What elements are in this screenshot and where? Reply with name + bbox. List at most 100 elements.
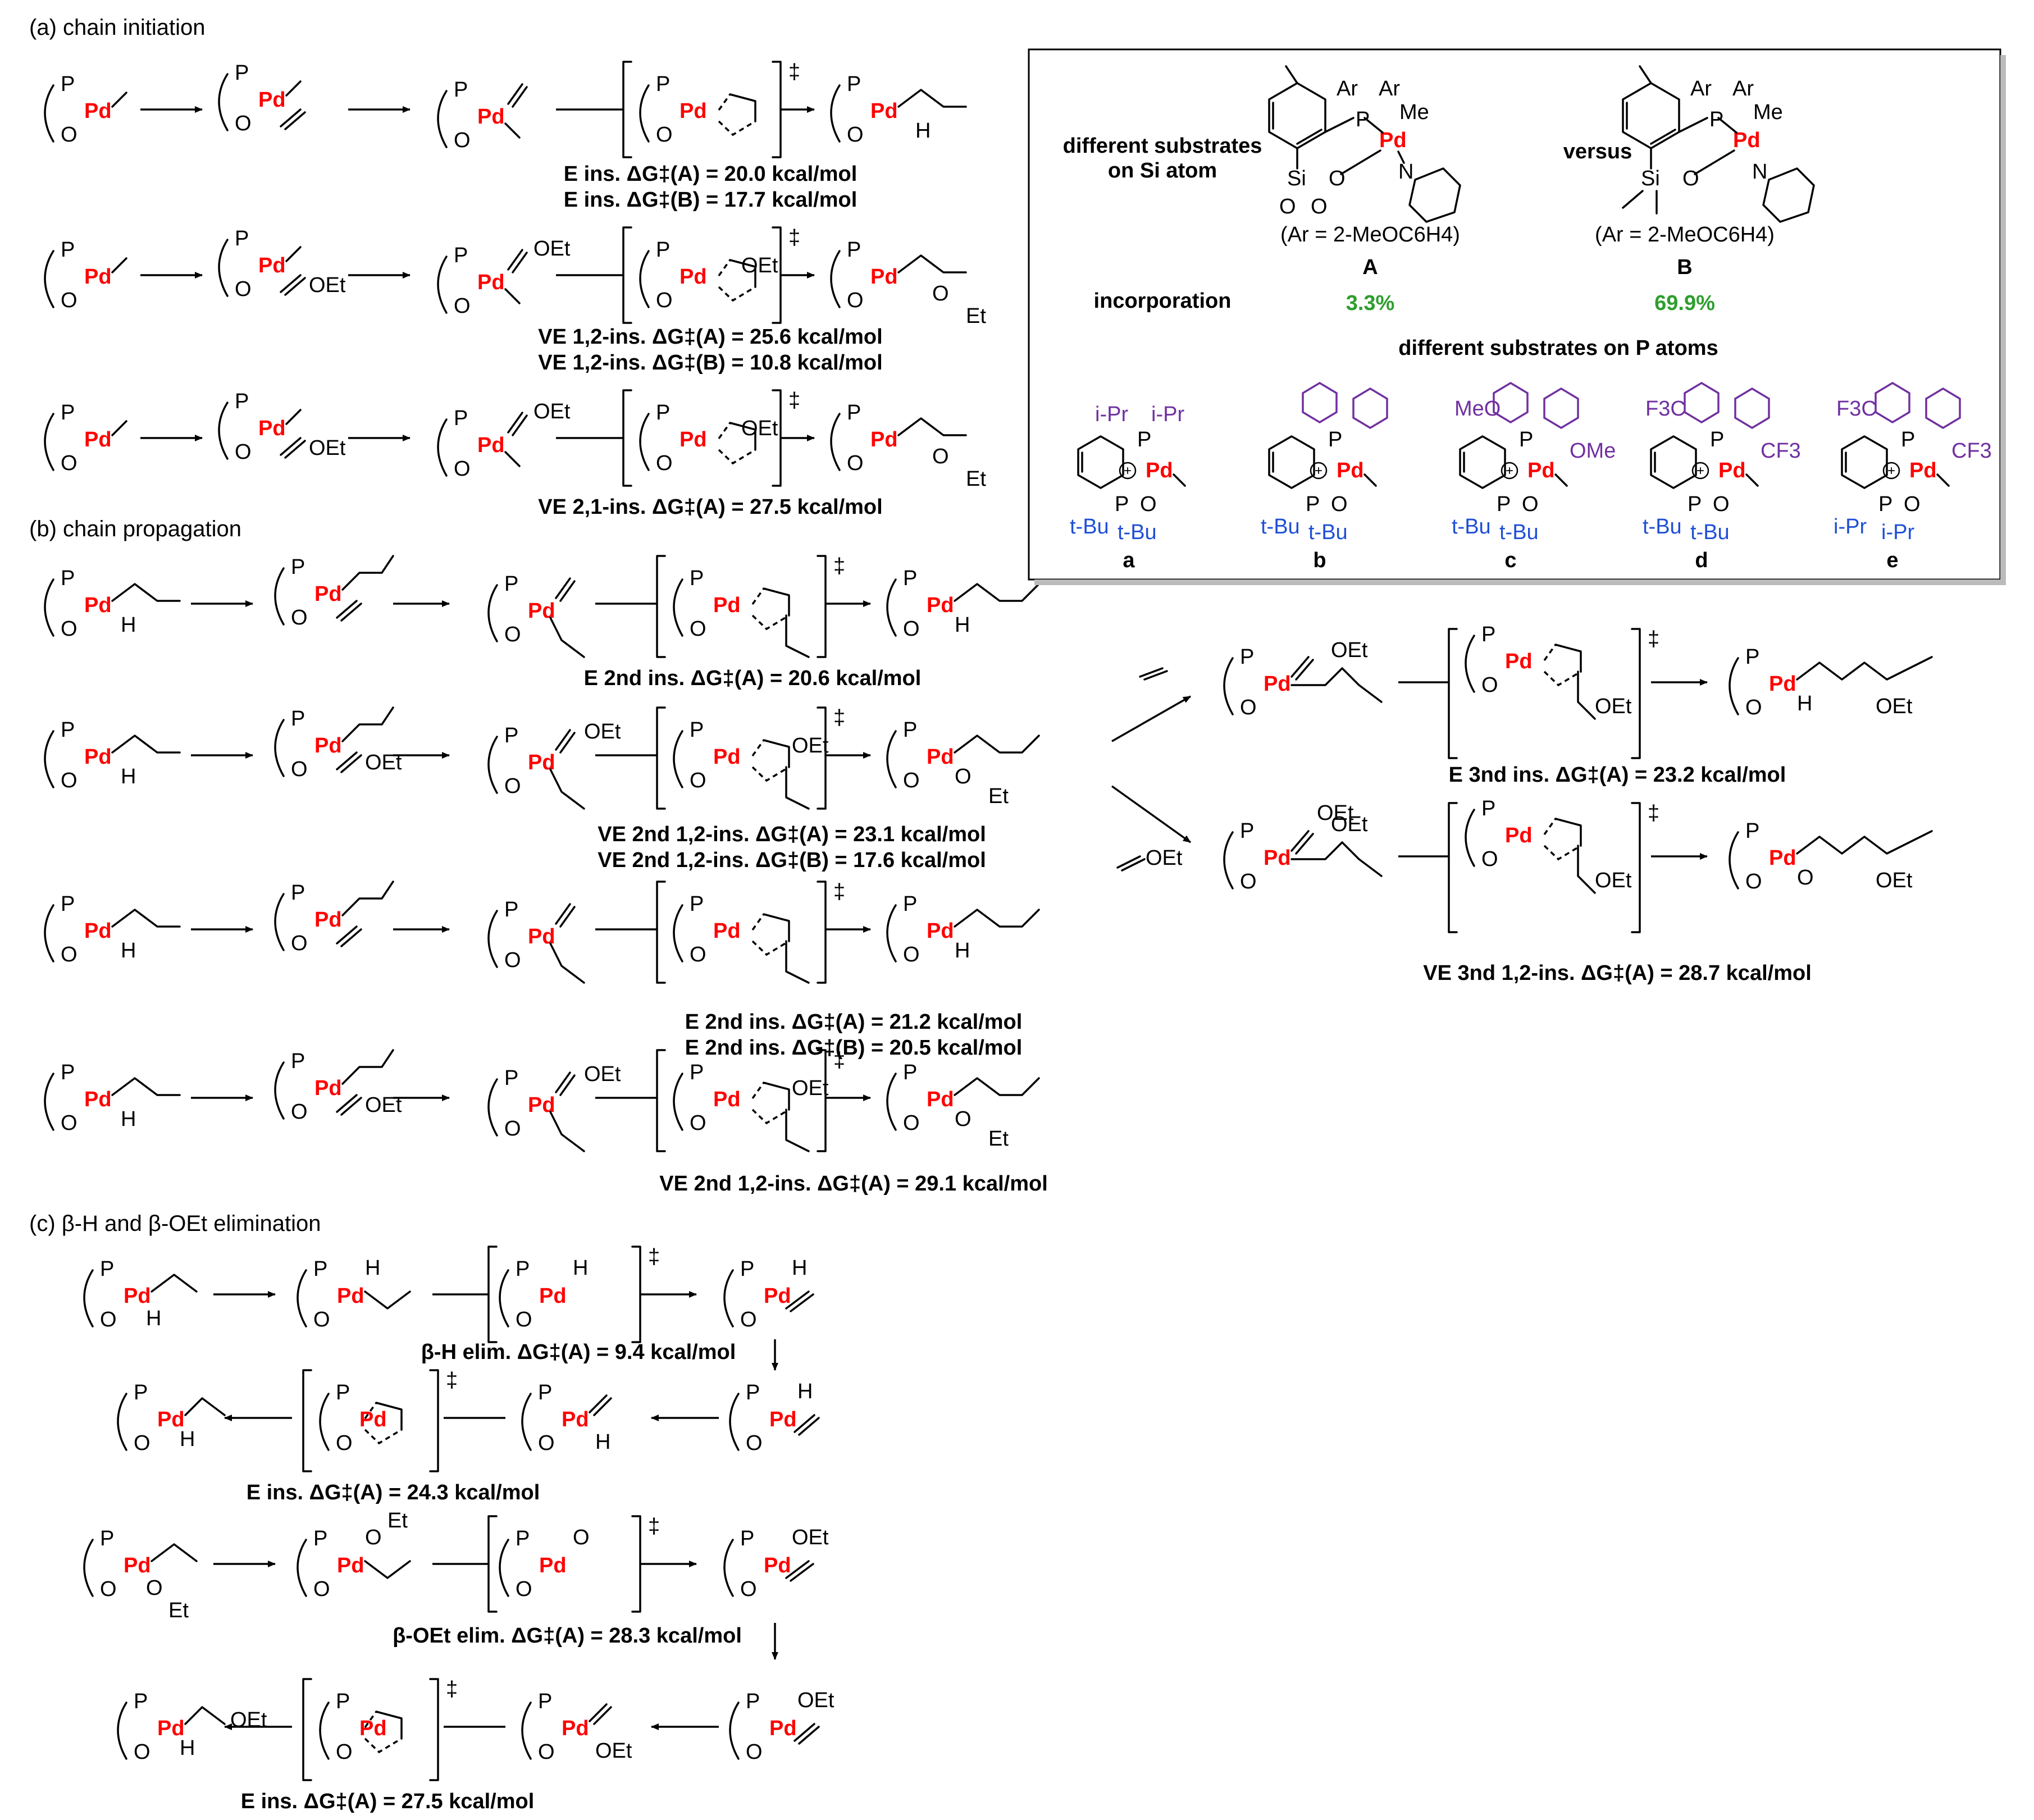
p-bottom: P [1497,492,1511,516]
o-atom: O [313,1577,330,1601]
top-sub-2: CF3 [1951,439,1992,463]
chelate-arc [487,910,498,968]
double-bond [790,1293,814,1312]
o-atom: O [516,1308,532,1331]
ts-symbol: ‡ [788,389,800,412]
o-atom: O [847,289,864,312]
chelate-atom: O [146,1576,163,1600]
bottom-sub-1: t-Bu [1452,515,1491,539]
aryl-ring-2 [1352,387,1388,430]
chelate-arc [218,402,229,460]
o-atom: O [740,1308,757,1331]
double-bond [559,906,576,928]
double-bond [559,732,576,754]
double-bond [284,440,306,459]
p-atom: P [847,72,861,96]
me: Me [1753,101,1783,124]
plus: + [1696,463,1704,478]
ts-symbol: ‡ [648,1245,660,1269]
p-atom: P [656,238,670,262]
reaction-arrows [140,106,1708,1730]
o-atom: O [504,948,521,972]
methyl [504,288,521,304]
o-atom: O [903,769,920,792]
pd-atom: Pd [870,99,898,123]
p-atom: P [291,707,305,731]
ts-symbol: ‡ [446,1369,458,1392]
o-atom: O [313,1308,330,1331]
double-bond [1290,830,1310,852]
label-b2-line-2: VE 2nd 1,2-ins. ΔG‡(B) = 17.6 kcal/mol [598,849,986,872]
o-atom: O [61,451,77,475]
ethoxy: OEt [584,1062,621,1086]
double-bond [589,1394,608,1413]
p-top: P [1328,428,1342,451]
top-sub-1: MeO [1454,397,1501,421]
p-atom: P [903,892,917,916]
pd-atom: Pd [1527,459,1555,482]
propyl [341,1049,394,1085]
top-sub-1: i-Pr [1095,403,1128,426]
double-bond [785,1560,810,1579]
double-bond [340,754,362,773]
bond [729,259,756,288]
p-atom: P [516,1527,530,1550]
pd-atom: Pd [1505,650,1533,673]
pd-atom: Pd [927,594,954,617]
methyl [285,409,302,425]
pd-atom: Pd [1146,459,1173,482]
ethoxy: OEt [533,237,571,261]
double-bond [1121,858,1146,872]
o-atom: O [504,774,521,798]
chelate-arc [639,84,650,143]
p-atom: P [291,881,305,905]
catalyst-b-structure: Ar Ar Me P Pd Si O N [1622,65,1815,223]
double-bond [793,1723,815,1742]
ar-1: Ar [1337,77,1358,101]
me: Me [1399,101,1429,124]
p-atom: P [656,72,670,96]
chelate-atom: H [365,1256,380,1280]
chelate-arc [487,1078,498,1137]
bottom-sub-2: i-Pr [1881,521,1914,544]
p-atom: P [504,1066,518,1090]
charge-plus [1691,462,1709,480]
o-atom: O [291,1100,308,1124]
o-atom: O [746,1431,763,1455]
label-b3-line-2: E 2nd ins. ΔG‡(B) = 20.5 kcal/mol [685,1036,1023,1060]
ethoxy: OEt [584,720,621,743]
aryl-ring-1 [1875,381,1910,424]
top-sub-1: F3C [1836,397,1877,421]
p-atom: P [1240,819,1254,843]
pd-atom: Pd [314,582,342,606]
o-atom: O [656,289,673,312]
p-top: P [1137,428,1151,451]
double-bond [559,1074,576,1096]
versus-label: versus [1563,140,1632,163]
ligand-label: a [1123,549,1135,572]
chelate-arc [673,578,683,637]
p-atom: P [1481,623,1495,646]
pd-atom: Pd [1337,459,1364,482]
bottom-sub-1: t-Bu [1070,515,1109,539]
p-bottom: P [1306,492,1320,516]
o-bridge: O [1682,167,1699,190]
chelate-atom: H [955,613,970,637]
alkyl-chain [111,735,181,754]
label-b5-line-1: E 3nd ins. ΔG‡(A) = 23.2 kcal/mol [1449,763,1786,787]
alkyl-chain [897,417,967,436]
pd-atom: Pd [679,428,707,451]
